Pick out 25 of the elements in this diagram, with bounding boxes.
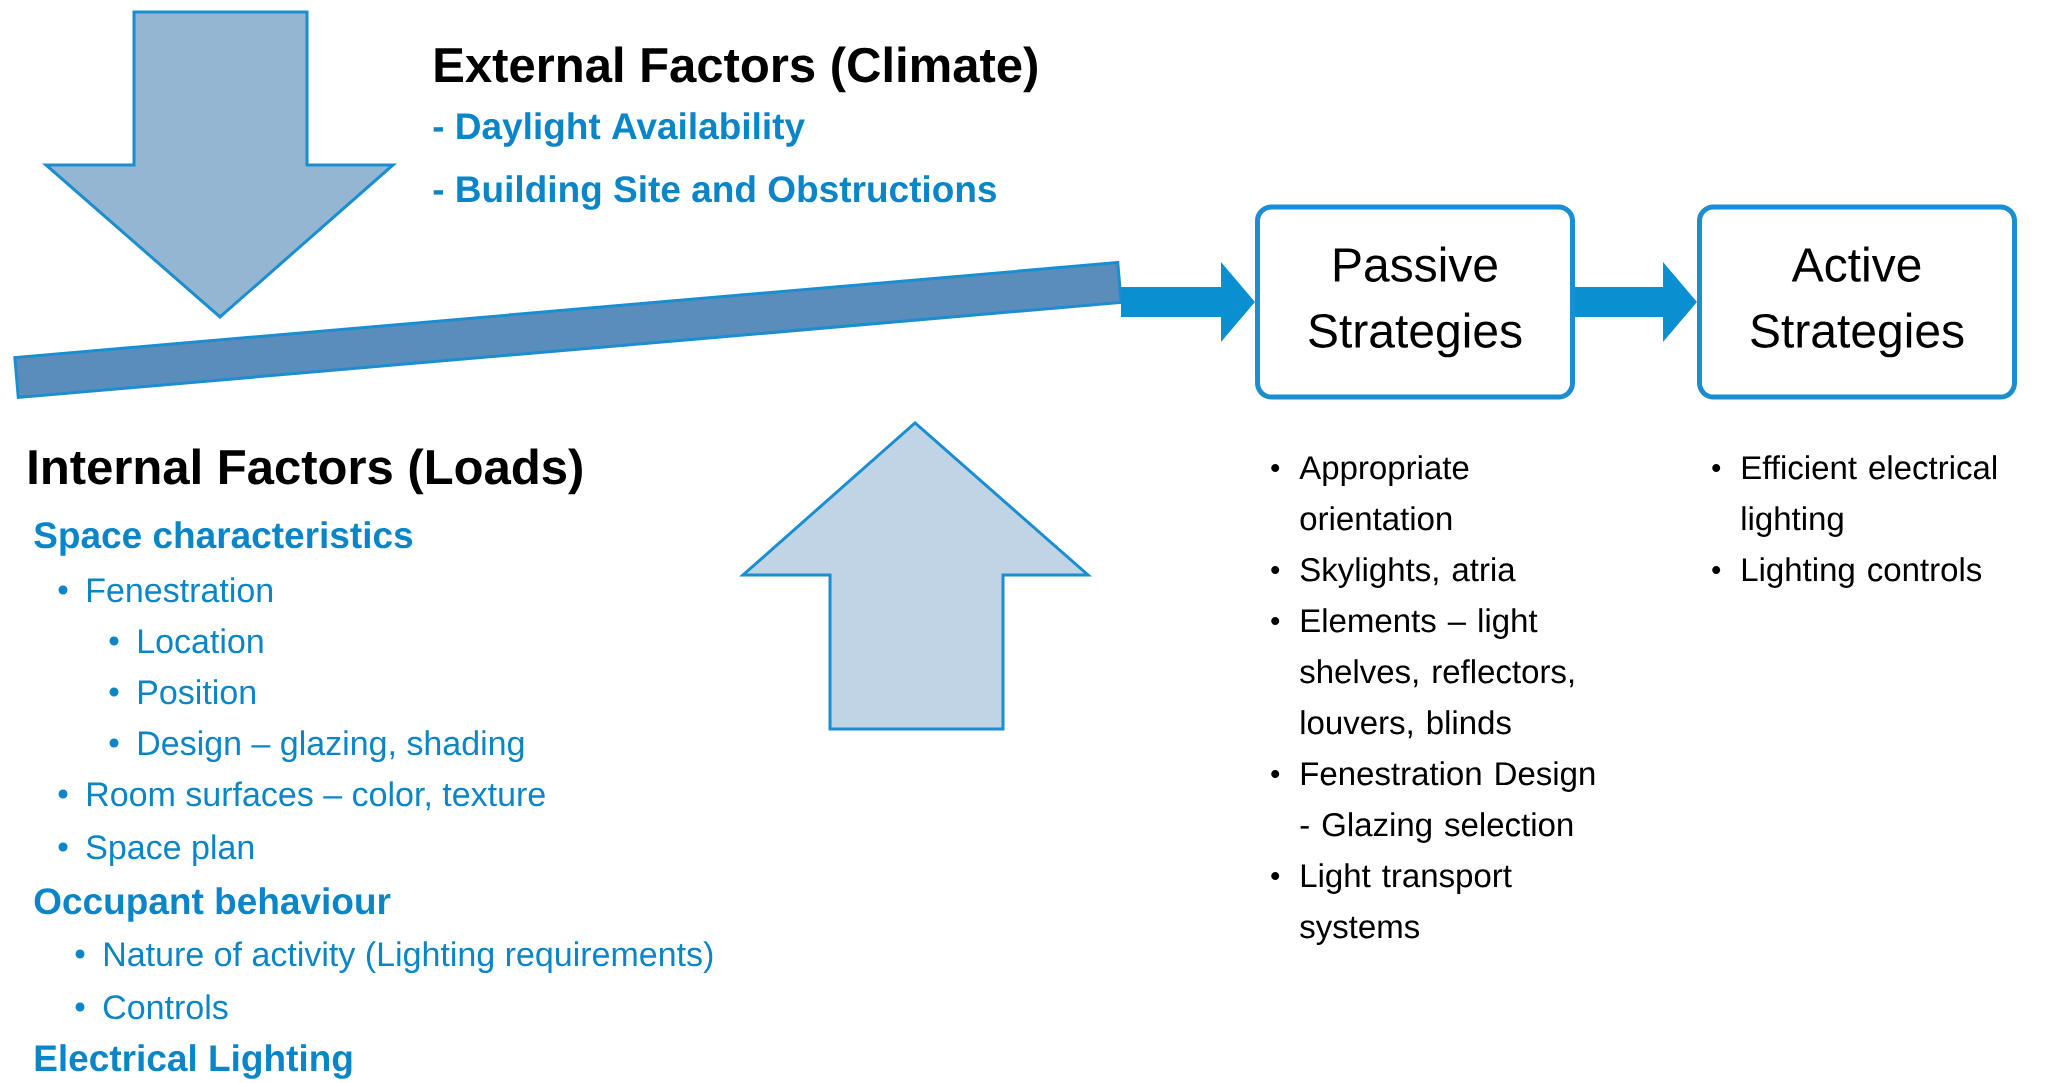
heading: External Factors (Climate) [435,46,1037,93]
strategy-box: Passive Strategies [1255,204,1575,400]
heading: Internal Factors (Loads) [29,448,582,495]
list-item: Design – glazing, shading [109,730,524,763]
lever-bar [13,261,1123,399]
list-item: Appropriate orientation [1271,455,1469,531]
list-item: Room surfaces – color, texture [58,781,545,811]
list-item: Elements – light shelves, reflectors, louvers, blinds [1271,608,1574,739]
list-item: Location [109,628,263,654]
subheading: - Building Site and Obstructions [433,175,996,210]
list-item: Nature of activity (Lighting requirements) [75,941,713,974]
subheading: Electrical Lighting [35,1044,352,1079]
list-item: Fenestration Design - Glazing selection [1271,761,1595,843]
list-item: Lighting controls [1712,557,1982,588]
list-item: Efficient electrical lighting [1712,455,1996,537]
subheading: - Daylight Availability [433,112,805,147]
list-item: Controls [75,994,228,1020]
list-item: Light transport systems [1271,863,1512,945]
strategy-box: Active Strategies [1697,204,2017,400]
subheading: Space characteristics [34,521,413,556]
list-item: Fenestration [58,577,272,603]
list-item: Position [109,679,255,705]
list-item: Skylights, atria [1271,557,1516,588]
subheading: Occupant behaviour [34,887,391,922]
list-item: Space plan [58,834,254,867]
